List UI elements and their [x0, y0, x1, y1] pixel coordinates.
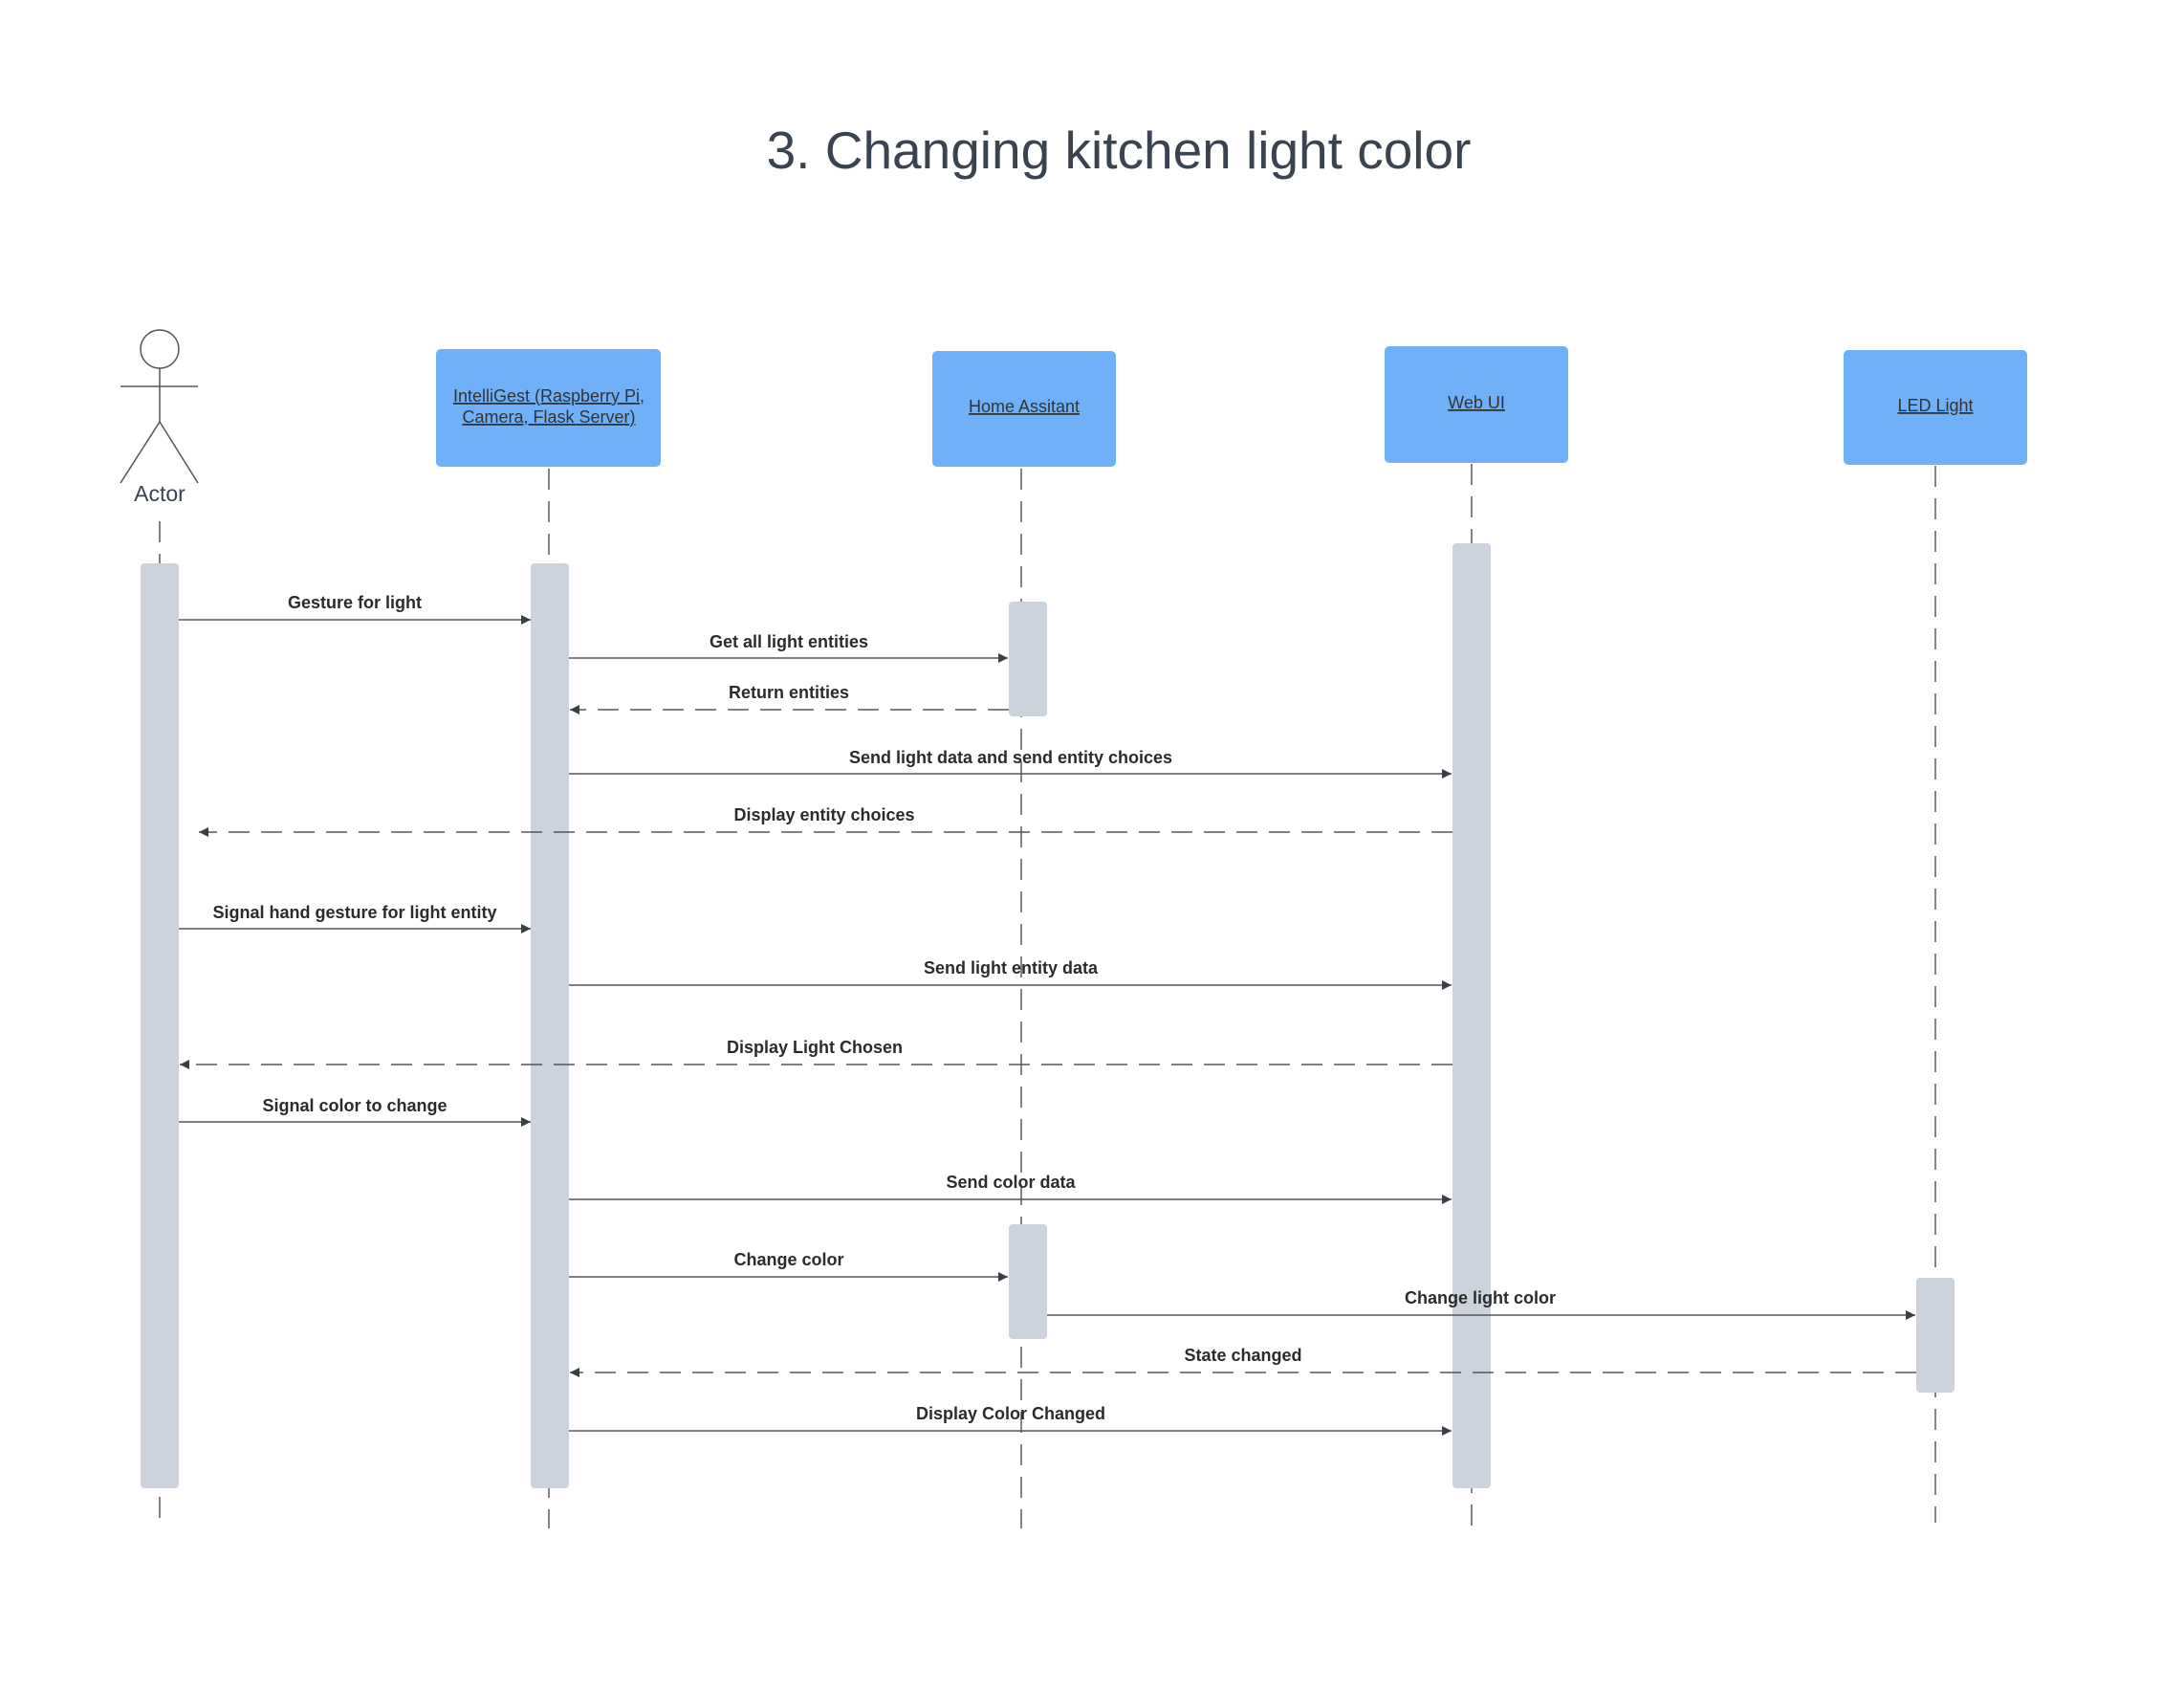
message-label: Send color data [946, 1173, 1076, 1192]
participant-label-line: Web UI [1448, 393, 1505, 412]
message-label: Send light entity data [924, 958, 1099, 977]
message-label: State changed [1184, 1346, 1301, 1365]
actor-right-leg [159, 421, 199, 484]
message-gesture-for-light: Gesture for light [179, 593, 531, 625]
participant-label-line: IntelliGest (Raspberry Pi, [453, 386, 644, 406]
message-display-entity-choices: Display entity choices [199, 805, 1452, 837]
message-signal-hand-gesture: Signal hand gesture for light entity [179, 903, 531, 933]
actor-activation-bar [141, 563, 179, 1488]
message-label: Get all light entities [710, 632, 868, 651]
participant-led-light: LED Light [1844, 350, 2027, 465]
message-display-color-changed: Display Color Changed [569, 1404, 1452, 1436]
web-ui-activation-bar [1452, 543, 1491, 1488]
message-label: Signal hand gesture for light entity [212, 903, 496, 922]
participant-label-line: Camera, Flask Server) [462, 407, 635, 427]
message-label: Return entities [729, 683, 849, 702]
message-label: Change light color [1405, 1288, 1556, 1307]
message-label: Gesture for light [288, 593, 422, 612]
message-get-all-light-entities: Get all light entities [569, 632, 1008, 663]
message-change-light-color: Change light color [1047, 1288, 1915, 1320]
participant-box [436, 349, 661, 467]
intelligest-activation-bar [531, 563, 569, 1488]
message-label: Display Color Changed [916, 1404, 1105, 1423]
participant-box [932, 351, 1116, 467]
message-label: Signal color to change [262, 1096, 447, 1115]
actor-figure: Actor [120, 329, 199, 506]
message-change-color: Change color [569, 1250, 1008, 1282]
lifelines [159, 464, 1936, 1528]
message-send-light-data: Send light data and send entity choices [569, 748, 1452, 779]
message-label: Send light data and send entity choices [849, 748, 1172, 767]
actor-head [140, 329, 180, 369]
message-label: Change color [733, 1250, 843, 1269]
message-send-light-entity-data: Send light entity data [569, 958, 1452, 990]
home-assistant-activation-bar [1009, 602, 1047, 716]
message-label: Display entity choices [733, 805, 914, 824]
message-signal-color-to-change: Signal color to change [179, 1096, 531, 1127]
participant-label-line: Home Assitant [969, 397, 1080, 416]
actor-left-leg [120, 421, 161, 484]
participant-web-ui: Web UI [1385, 346, 1568, 463]
message-label: Display Light Chosen [727, 1038, 903, 1057]
participant-box [1385, 346, 1568, 463]
participant-box [1844, 350, 2027, 465]
home-assistant-activation-bar [1009, 1224, 1047, 1339]
diagram-title: 3. Changing kitchen light color [767, 121, 1472, 180]
activation-bars [141, 543, 1955, 1488]
message-state-changed: State changed [570, 1346, 1916, 1377]
message-display-light-chosen: Display Light Chosen [180, 1038, 1452, 1069]
message-send-color-data: Send color data [569, 1173, 1452, 1204]
message-return-entities: Return entities [570, 683, 1009, 714]
participant-intelligest: IntelliGest (Raspberry Pi, Camera, Flask… [436, 349, 661, 467]
participant-label-line: LED Light [1897, 396, 1973, 415]
participant-home-assistant: Home Assitant [932, 351, 1116, 467]
actor-label: Actor [134, 481, 186, 506]
led-light-activation-bar [1916, 1278, 1955, 1393]
